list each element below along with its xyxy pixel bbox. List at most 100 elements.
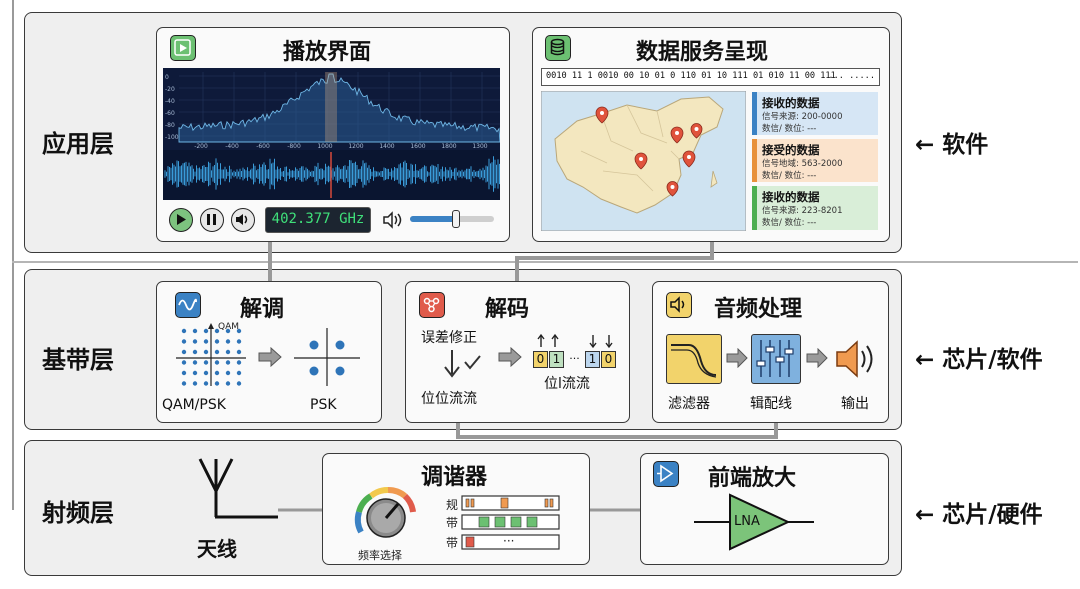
lna-amplifier-symbol [694,493,814,551]
data-card-title: 接收的数据 [762,190,820,204]
constellation-point [214,339,220,344]
constellation-point [203,370,209,376]
constellation-point [214,328,220,334]
constellation-point [192,370,198,376]
x-tick-label: 1600 [410,143,425,150]
speaker-icon [666,292,692,318]
constellation-point [225,339,231,344]
output-speaker-icon [834,337,880,385]
data-card-1: 接收的数据 信号来源: 200-0000 数信/ 数位: --- [752,92,878,135]
qam-psk-label: QAM/PSK [162,397,226,413]
y-tick-label: -40 [165,98,175,105]
constellation-point [236,339,242,344]
rf-layer-label: 射频层 [42,499,114,527]
waveform [164,156,500,192]
constellation-point [181,339,187,344]
constellation-point [203,360,209,365]
data-service-title: 数据服务呈现 [636,40,769,65]
volume-slider-thumb[interactable] [452,210,461,228]
play-button[interactable] [169,208,193,232]
band-bars [461,495,560,550]
psk-label: PSK [310,397,337,413]
x-tick-label: 1800 [441,143,456,150]
band-label: 规 [446,498,459,512]
separator-line [12,261,1078,263]
antenna-label: 天线 [197,537,237,561]
constellation-point [181,360,187,365]
audio-arrow-icon [806,347,828,372]
constellation-point [181,349,187,355]
amplifier-icon [653,461,679,487]
frequency-knob[interactable] [351,486,421,548]
constellation-point [225,370,231,376]
chip-hardware-side-label: ← 芯片/硬件 [915,502,1043,528]
equalizer-label: 辑配线 [750,396,792,412]
constellation-point [203,328,209,334]
data-card-2: 接受的数据 信号地域: 563-2000 数信/ 数位: --- [752,139,878,182]
spectrum-highlight [325,72,337,142]
y-tick-label: -80 [165,122,175,129]
china-map [541,91,746,231]
x-tick-label: -200 [194,143,208,150]
baseband-layer-label: 基带层 [42,346,114,374]
frontend-amplifier-panel [640,453,889,565]
application-layer-label: 应用层 [42,130,114,158]
left-guide-line [12,0,14,510]
constellation-point [203,349,209,355]
constellation-point [225,349,231,355]
bitstream-bar: 0010 11 1 0010 00 10 01 0 110 01 10 111 … [541,68,880,86]
data-card-title: 接受的数据 [762,143,820,157]
frequency-display: 402.377 GHz [265,207,371,233]
demodulation-title: 解调 [240,297,285,322]
down-arrow-check-icon [444,350,481,378]
data-card-title: 接收的数据 [762,96,820,110]
x-tick-label: 1200 [348,143,363,150]
filter-icon [666,334,722,384]
bit-cell: 0 [533,351,548,368]
constellation-point [203,339,209,344]
constellation-point [236,360,242,365]
audio-arrow-icon [726,347,748,372]
pause-button[interactable] [200,208,224,232]
band-ellipsis: ··· [503,534,515,548]
speaker-button[interactable] [231,208,255,232]
x-tick-label: 1300 [472,143,487,150]
volume-slider[interactable] [410,210,494,228]
constellation-point [192,360,198,365]
bit-cell: 1 [585,351,600,368]
constellation-point [236,328,242,334]
output-label: 输出 [841,396,869,412]
bit-cell: 0 [601,351,616,368]
software-side-label: ← 软件 [915,132,989,158]
constellation-point [192,381,198,386]
constellation-point [181,328,187,334]
frequency-select-label: 频率选择 [358,549,402,562]
decode-title: 解码 [485,297,530,322]
frontend-amplifier-title: 前端放大 [708,466,797,491]
volume-icon [382,210,404,234]
data-card-3: 接收的数据 信号来源: 223-8201 数信/ 数位: --- [752,186,878,230]
constellation-point [181,381,187,386]
constellation-point [181,370,187,376]
volume-slider-fill [410,216,457,222]
band-label: 带 [446,516,459,530]
bit-stream-left-label: 位位流流 [421,391,477,407]
bit-cells: 0 1 ··· 1 0 [533,351,617,369]
database-icon [545,35,571,61]
filter-label: 滤滤器 [668,396,710,412]
tuner-title: 调谐器 [421,465,488,490]
band-label: 带 [446,536,459,550]
playback-title: 播放界面 [283,40,372,65]
constellation-point [236,370,242,376]
demod-arrow-icon [258,346,282,371]
error-correction-label: 误差修正 [421,330,477,346]
constellation-point [225,328,231,334]
bitstream-more: ... ..... [828,71,875,81]
y-tick-label: 0 [165,74,169,81]
bit-stream-right-label: 位l流流 [544,376,590,392]
constellation-point [214,360,220,365]
constellation-point [225,381,231,386]
sine-wave-icon [175,292,201,318]
audio-processing-title: 音频处理 [714,297,803,322]
